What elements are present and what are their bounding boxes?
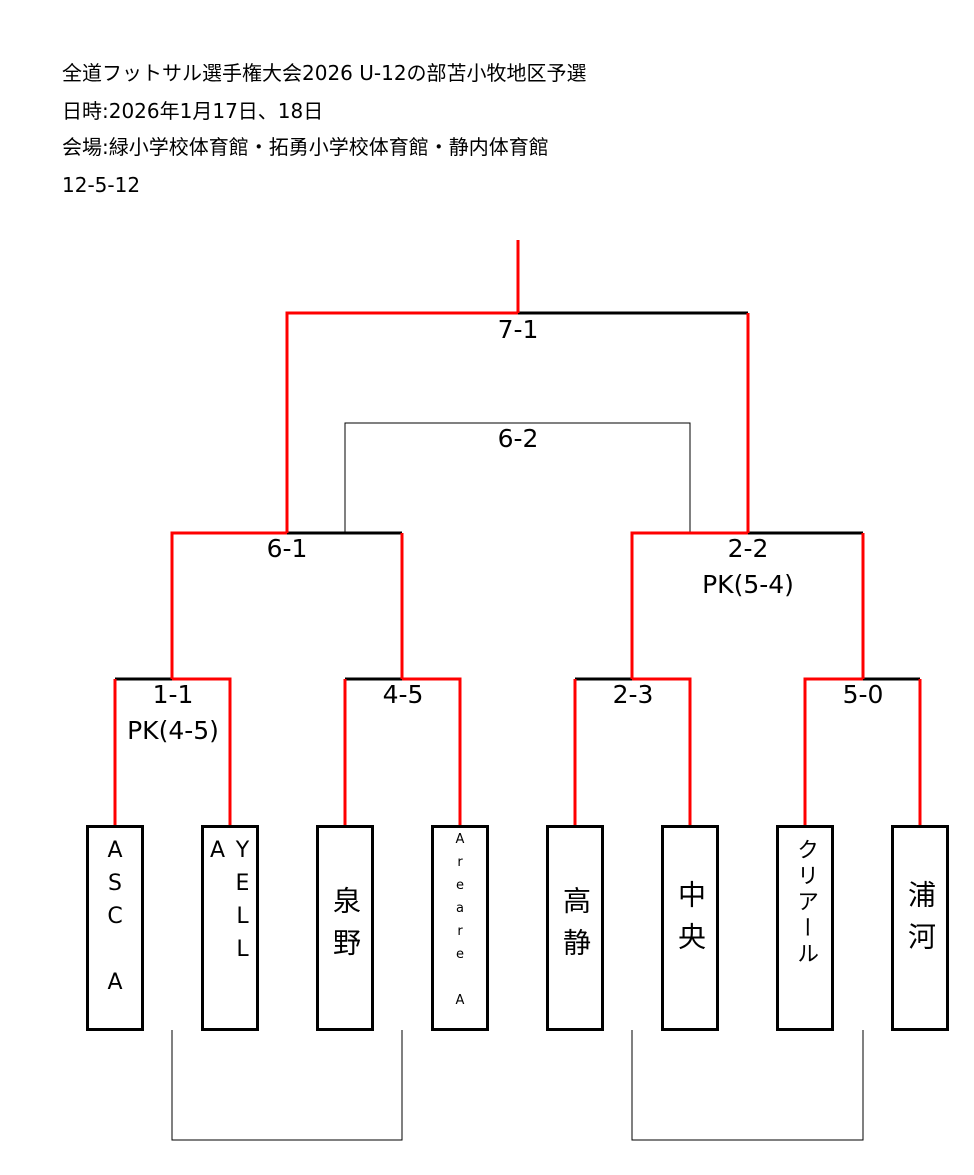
third-place-score: 6-2	[497, 424, 539, 453]
tournament-venue: 会場:緑小学校体育館・拓勇小学校体育館・静内体育館	[62, 135, 549, 159]
team-box: クリアール	[776, 825, 834, 1031]
r1-2-score: 4-5	[382, 680, 424, 709]
r1-3-score: 2-3	[612, 680, 654, 709]
team-name: 泉野	[329, 886, 362, 970]
semi2-pk: PK(5-4)	[702, 570, 794, 599]
team-name: 高静	[559, 886, 592, 970]
team-box: Areare A	[431, 825, 489, 1031]
r1-1-score: 1-1	[152, 680, 194, 709]
team-box: YELL A	[201, 825, 259, 1031]
team-name: ASC A	[102, 838, 128, 1003]
semi1-score: 6-1	[266, 534, 308, 563]
r1-1-pk: PK(4-5)	[127, 716, 219, 745]
team-name: 中央	[674, 880, 707, 964]
team-box: ASC A	[86, 825, 144, 1031]
r1-4-score: 5-0	[842, 680, 884, 709]
team-box: 泉野	[316, 825, 374, 1031]
tournament-code: 12-5-12	[62, 173, 141, 197]
tournament-date: 日時:2026年1月17日、18日	[62, 99, 324, 123]
team-box: 浦河	[891, 825, 949, 1031]
team-name: Areare A	[452, 832, 468, 1016]
semi2-score: 2-2	[727, 534, 769, 563]
team-box: 高静	[546, 825, 604, 1031]
final-score: 7-1	[497, 315, 539, 344]
team-name: クリアール	[793, 838, 818, 968]
tournament-title: 全道フットサル選手権大会2026 U-12の部苫小牧地区予選	[62, 61, 587, 85]
team-name: 浦河	[904, 880, 937, 964]
team-box: 中央	[661, 825, 719, 1031]
team-name: YELL A	[205, 838, 255, 970]
